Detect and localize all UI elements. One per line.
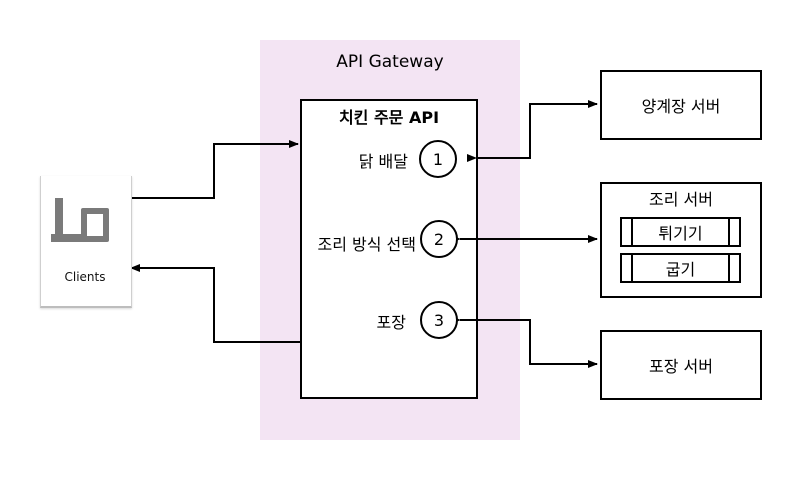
packaging-server-link: [451, 316, 598, 368]
clients-to-api-arrow: [130, 140, 299, 199]
step-2-circle: 2: [420, 220, 458, 258]
step-2-label: 조리 방식 선택: [317, 235, 417, 254]
method-grilling: 굽기: [620, 253, 741, 283]
farm-server-link: [467, 100, 598, 162]
step-1-label: 닭 배달: [358, 152, 408, 171]
api-gateway-title: API Gateway: [336, 52, 444, 72]
packaging-server-box: 포장 서버: [600, 330, 762, 400]
clients-label: Clients: [64, 270, 106, 284]
cooking-server-title: 조리 서버: [649, 190, 713, 209]
chicken-order-api-title: 치킨 주문 API: [338, 108, 440, 127]
step-3-circle: 3: [420, 301, 458, 339]
clients-node: [40, 176, 132, 308]
step-3-label: 포장: [376, 313, 406, 332]
farm-server-box: 양계장 서버: [600, 70, 762, 140]
devices-icon: [51, 198, 109, 242]
api-to-clients-arrow: [130, 264, 300, 343]
step-1-circle: 1: [419, 140, 457, 178]
method-frying: 튀기기: [620, 217, 741, 247]
